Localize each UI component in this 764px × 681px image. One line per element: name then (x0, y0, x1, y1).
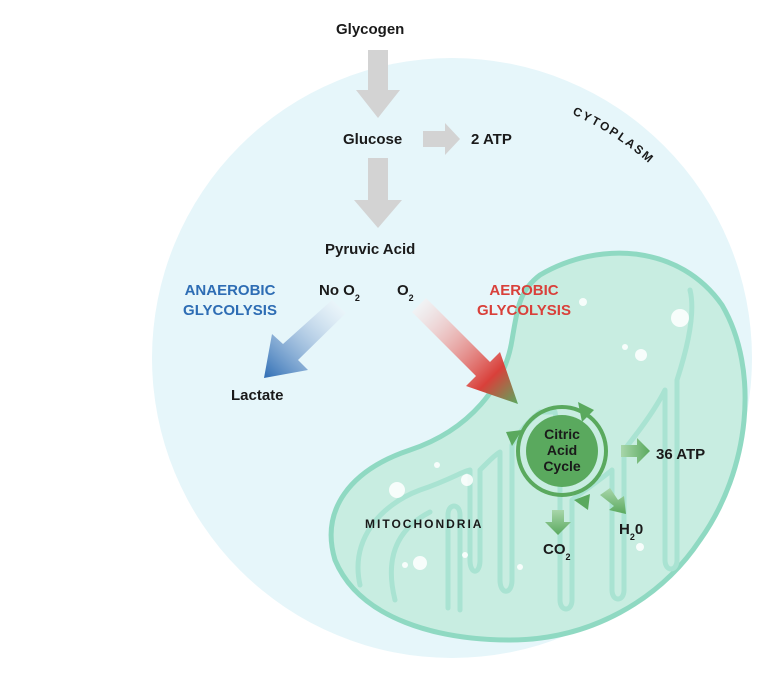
glycolysis-atp-label: 2 ATP (471, 131, 512, 148)
oxygen-text: O (397, 282, 409, 299)
mitochondria-label: MITOCHONDRIA (365, 517, 484, 531)
h2o-suffix: 0 (634, 521, 644, 538)
no-oxygen-subscript: 2 (354, 293, 360, 303)
glucose-to-pyruvic-arrow (354, 158, 402, 228)
co2-label: CO2 (543, 541, 571, 564)
pyruvic-acid-label: Pyruvic Acid (325, 241, 416, 258)
cycle-to-h2o-arrow (600, 488, 626, 514)
citric-acid-cycle (506, 402, 608, 510)
co2-text: CO (543, 541, 566, 558)
glycogen-to-glucose-arrow (356, 50, 400, 118)
oxygen-label: O2 (397, 282, 414, 305)
anaerobic-arrow (264, 300, 346, 378)
glucose-label: Glucose (343, 131, 403, 148)
aerobic-arrow (412, 298, 518, 404)
cycle-atp-label: 36 ATP (656, 446, 706, 463)
anaerobic-glycolysis-label: ANAEROBIC GLYCOLYSIS (172, 281, 288, 321)
oxygen-subscript: 2 (408, 293, 414, 303)
co2-subscript: 2 (565, 552, 571, 562)
h2o-text: H (619, 521, 630, 538)
cycle-line-1: Citric (544, 426, 580, 442)
lactate-label: Lactate (231, 387, 284, 404)
aerobic-line-1: AEROBIC (489, 282, 559, 299)
glucose-to-atp-arrow (423, 123, 460, 155)
citric-acid-cycle-label: Citric Acid Cycle (527, 426, 597, 474)
cycle-line-3: Cycle (543, 458, 581, 474)
no-oxygen-label: No O2 (319, 282, 360, 305)
cycle-line-2: Acid (546, 442, 578, 458)
cycle-to-co2-arrow (545, 510, 571, 535)
h2o-label: H20 (619, 521, 643, 544)
aerobic-line-2: GLYCOLYSIS (477, 302, 571, 319)
glycogen-label: Glycogen (336, 21, 405, 38)
cycle-to-atp-arrow (621, 438, 650, 464)
anaerobic-line-1: ANAEROBIC (184, 282, 276, 299)
h2o-subscript: 2 (629, 532, 635, 542)
aerobic-glycolysis-label: AEROBIC GLYCOLYSIS (466, 281, 582, 321)
anaerobic-line-2: GLYCOLYSIS (183, 302, 277, 319)
no-oxygen-text: No O (319, 282, 355, 299)
